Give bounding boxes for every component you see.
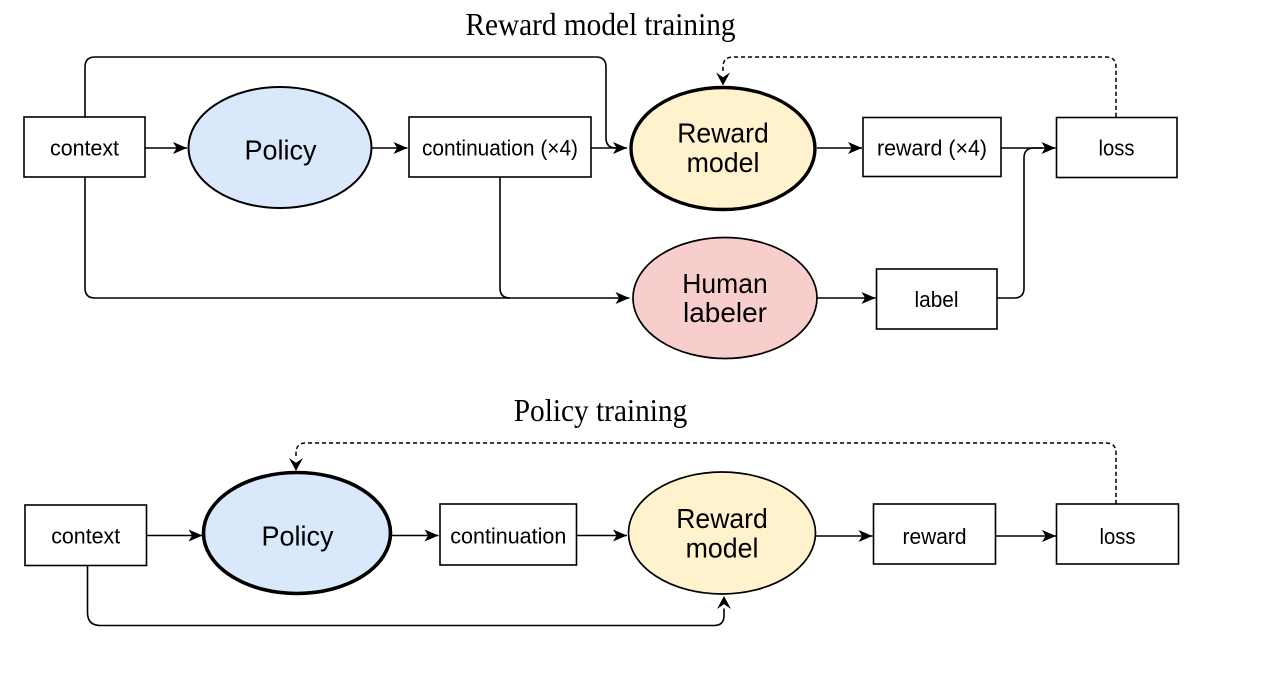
svg-text:Reward model training: Reward model training xyxy=(466,6,736,42)
svg-text:label: label xyxy=(915,287,959,312)
svg-text:Policy: Policy xyxy=(245,135,317,166)
svg-text:continuation (×4): continuation (×4) xyxy=(422,136,578,161)
svg-text:Human: Human xyxy=(682,268,767,299)
svg-text:loss: loss xyxy=(1099,136,1135,161)
svg-text:reward: reward xyxy=(903,524,967,549)
svg-text:context: context xyxy=(51,524,120,549)
svg-text:context: context xyxy=(50,136,119,161)
svg-text:loss: loss xyxy=(1100,524,1136,549)
svg-text:model: model xyxy=(686,533,759,564)
svg-text:Reward: Reward xyxy=(676,503,768,534)
svg-text:Policy training: Policy training xyxy=(514,392,688,428)
svg-text:reward (×4): reward (×4) xyxy=(877,136,987,161)
svg-text:Policy: Policy xyxy=(262,521,334,552)
svg-text:labeler: labeler xyxy=(683,297,767,328)
svg-text:Reward: Reward xyxy=(677,118,769,149)
svg-text:continuation: continuation xyxy=(450,524,566,549)
svg-text:model: model xyxy=(687,147,760,178)
